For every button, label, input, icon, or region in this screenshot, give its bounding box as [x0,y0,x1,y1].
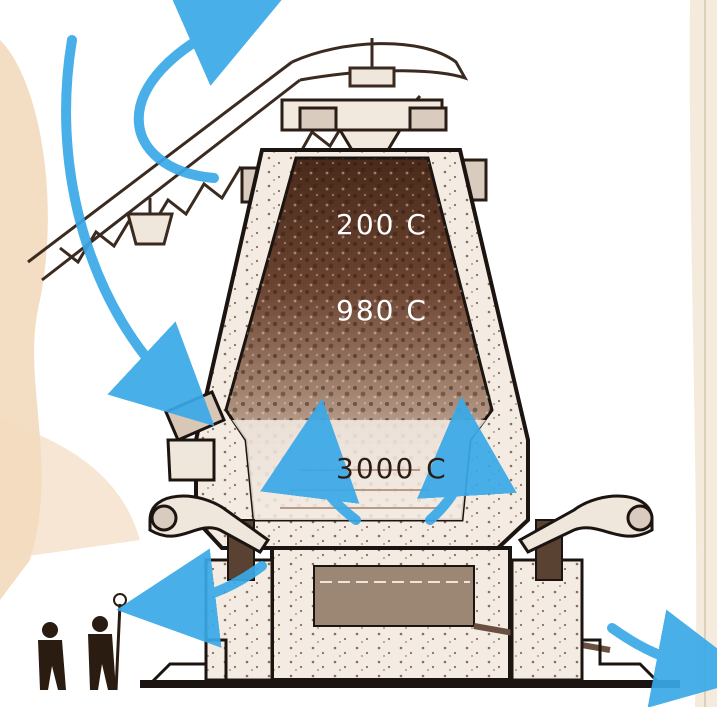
temp-label-bottom: 3000 C [336,452,448,485]
temp-label-top: 200 C [336,208,428,241]
temp-label-middle: 980 C [336,294,428,327]
